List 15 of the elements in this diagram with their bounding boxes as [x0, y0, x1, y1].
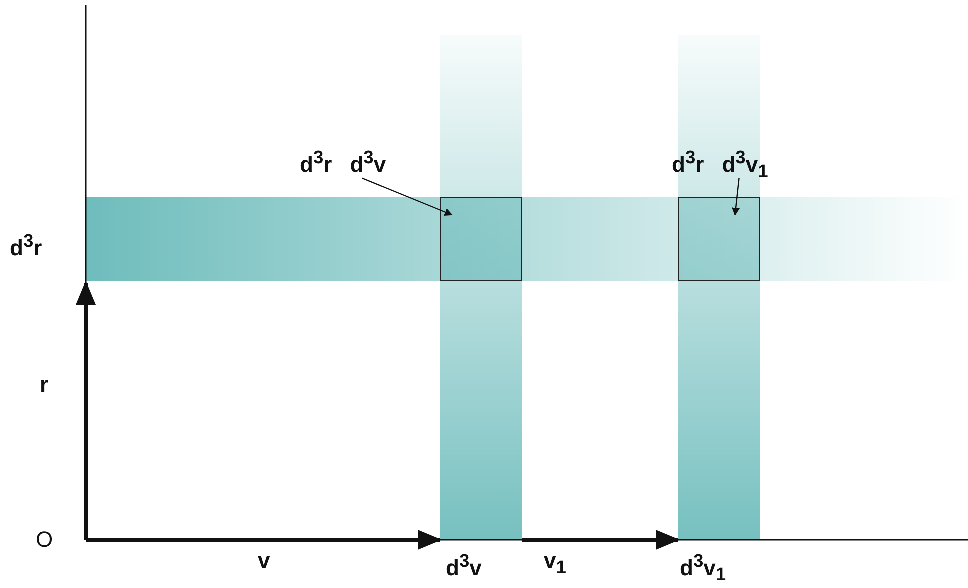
phase-cell [440, 197, 522, 281]
leader-arrow [732, 178, 740, 216]
axis-label: d$^{3}$v$_{1}$ [680, 549, 726, 587]
cell-label: d$^{3}$v$_{1}$ [722, 152, 768, 178]
axis-label: v [258, 548, 270, 574]
axis-label: d$^{3}$v [446, 549, 482, 582]
cell-label: d$^{3}$r [300, 152, 332, 178]
origin-label: O [36, 527, 54, 553]
phase-cell [678, 197, 760, 281]
cell-label: d$^{3}$r [672, 152, 704, 178]
leader-arrow [362, 178, 453, 216]
cell-label: d$^{3}$v [350, 152, 386, 178]
axis-label: v$_{1}$ [544, 548, 566, 580]
axis-label: d$^{3}$r [10, 229, 42, 262]
axis-label: r [40, 372, 49, 398]
